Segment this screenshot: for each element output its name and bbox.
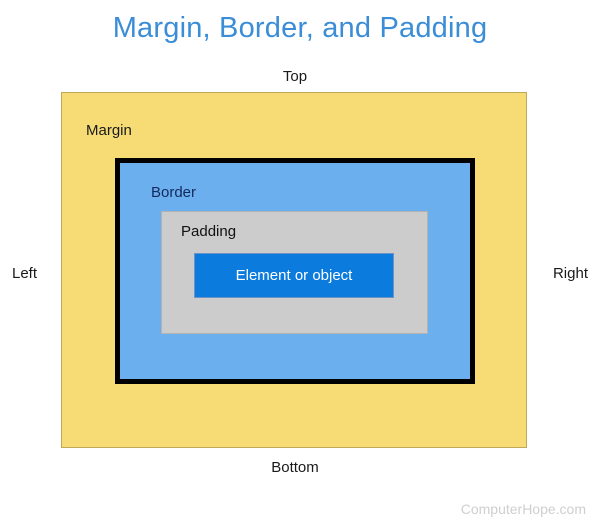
watermark: ComputerHope.com [460,501,586,517]
margin-box: Margin Border Padding Element or object [61,92,527,448]
element-box: Element or object [194,253,394,298]
margin-box-label: Margin [86,122,132,139]
edge-label-right: Right [552,265,588,282]
edge-label-top: Top [282,68,308,85]
padding-box-label: Padding [181,223,237,240]
element-box-label: Element or object [235,267,353,284]
padding-box: Padding Element or object [161,211,428,334]
border-box-label: Border [151,184,197,201]
border-box: Border Padding Element or object [115,158,475,384]
page-title: Margin, Border, and Padding [112,12,488,44]
edge-label-bottom: Bottom [271,459,319,476]
edge-label-left: Left [12,265,38,282]
